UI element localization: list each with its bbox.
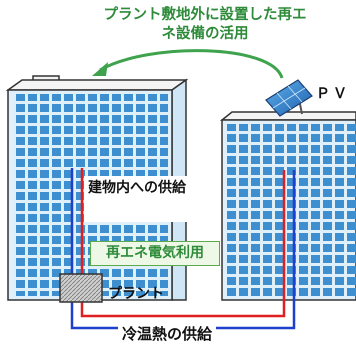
caption-text: プラント敷地外に設置した再エネ設備の活用 — [103, 7, 307, 42]
right-building — [219, 111, 356, 301]
plant-label: プラント — [108, 286, 164, 302]
heat-supply-label: 冷温熱の供給 — [118, 323, 217, 344]
transfer-arrow — [99, 49, 284, 79]
transfer-arrow-head — [92, 62, 108, 76]
solar-panel-icon — [265, 79, 313, 117]
plant-box — [59, 273, 103, 303]
renewable-power-box: 再エネ電気利用 — [90, 241, 220, 266]
building-supply-label: 建物内への供給 — [86, 178, 202, 198]
pv-label: ＰＶ — [316, 86, 350, 102]
